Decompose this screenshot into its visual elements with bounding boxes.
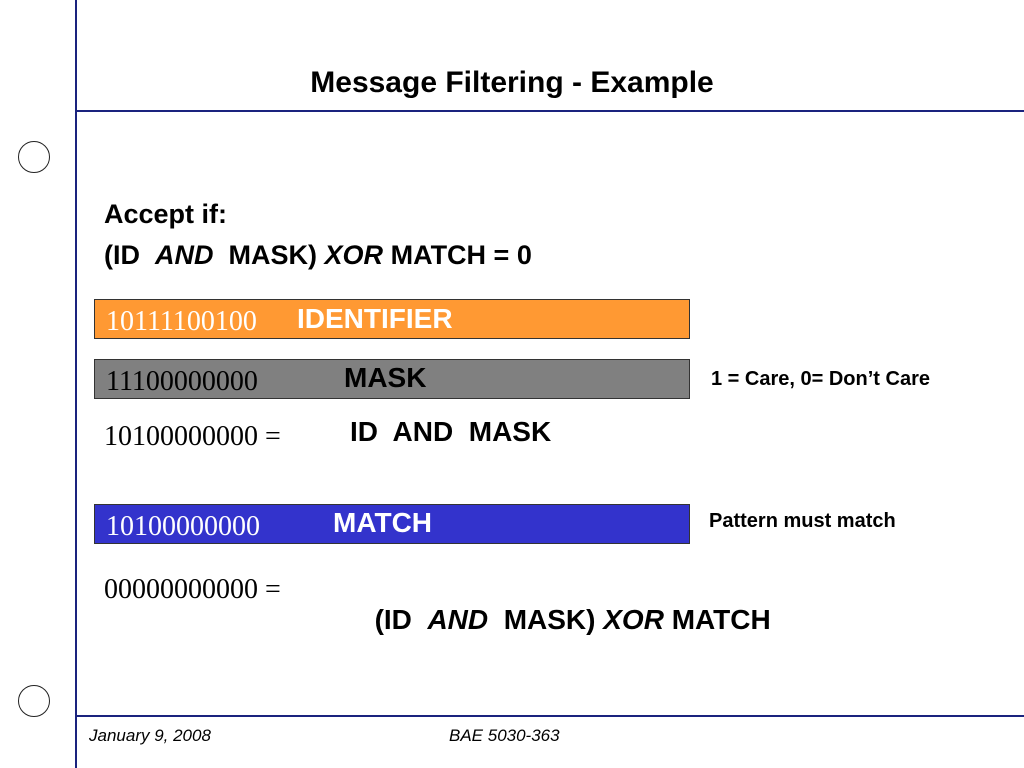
binder-hole-icon (18, 141, 50, 173)
xor-open: (ID (374, 604, 412, 635)
identifier-bits: 10111100100 (106, 306, 257, 337)
footer-date: January 9, 2008 (89, 726, 211, 745)
rule-expression: (ID AND MASK) XOR MATCH = 0 (104, 235, 532, 275)
mask-bits: 11100000000 (106, 366, 258, 397)
match-note: Pattern must match (709, 510, 896, 532)
mask-bar (94, 359, 690, 399)
xor-mask: MASK) (503, 604, 596, 635)
rule-tail: MATCH = 0 (390, 240, 532, 270)
xor-result-bits: 00000000000 = (104, 574, 281, 605)
rule-heading: Accept if: (104, 199, 228, 229)
identifier-label: IDENTIFIER (297, 303, 453, 334)
rule-xor: XOR (324, 240, 384, 270)
xor-tail: MATCH (671, 604, 771, 635)
rule-open: (ID (104, 240, 140, 270)
mask-note: 1 = Care, 0= Don’t Care (711, 368, 930, 390)
rule-and: AND (155, 240, 214, 270)
binder-hole-icon (18, 685, 50, 717)
identifier-bar (94, 299, 690, 339)
and-result-bits: 10100000000 = (104, 421, 281, 452)
mask-label: MASK (344, 362, 427, 393)
match-bar (94, 504, 690, 544)
xor-result-expression: (ID AND MASK) XOR MATCH (359, 572, 771, 636)
footer-course: BAE 5030-363 (449, 726, 560, 745)
left-border-line (75, 0, 77, 768)
title-divider-line (77, 110, 1024, 112)
match-label: MATCH (333, 507, 433, 538)
match-bits: 10100000000 (106, 511, 260, 542)
and-result-label: ID AND MASK (350, 416, 552, 447)
xor-xor: XOR (603, 604, 664, 635)
footer-divider-line (77, 715, 1024, 717)
rule-mask: MASK) (228, 240, 318, 270)
slide-title: Message Filtering - Example (310, 66, 714, 99)
xor-and: AND (427, 604, 489, 635)
